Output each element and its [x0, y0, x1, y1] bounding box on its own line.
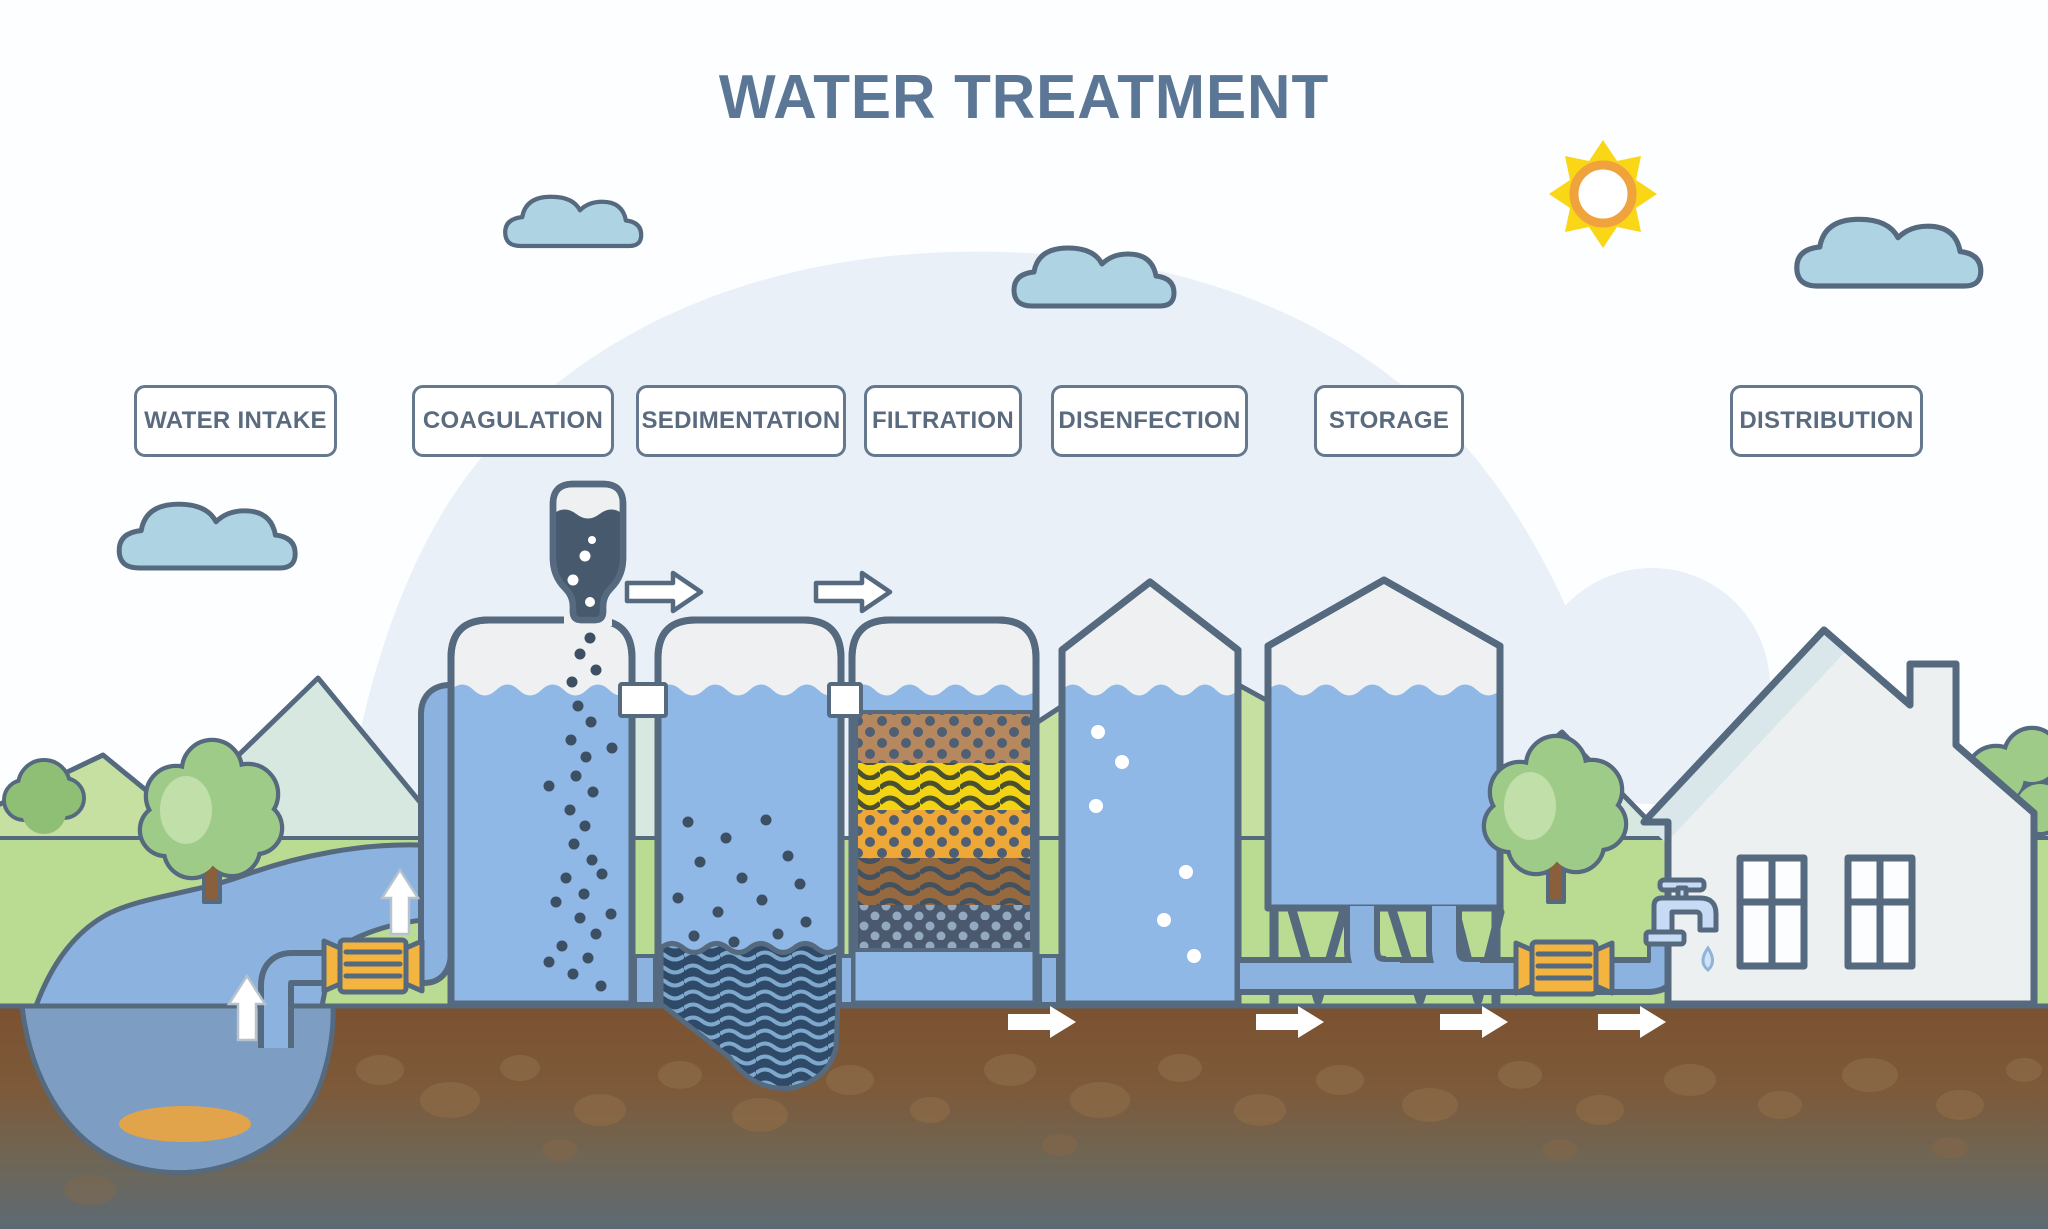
sedimentation-tank: [654, 616, 845, 1091]
roof: [1644, 630, 1846, 843]
faucet-icon: [1643, 877, 1719, 972]
stage-label-distribution: DISTRIBUTION: [1730, 385, 1923, 457]
soil-texture: [64, 1054, 2042, 1205]
tree-icon: [1481, 733, 1629, 904]
pump-icon: [321, 937, 425, 995]
window: [1844, 854, 1916, 970]
tank-connectors: [618, 682, 1060, 1006]
house-icon: [1640, 626, 2038, 1008]
stage-label-disenfection: DISENFECTION: [1051, 385, 1248, 457]
sun-icon: [1549, 140, 1657, 248]
cloud-icon: [1014, 248, 1174, 306]
cloud-icon: [505, 197, 641, 246]
stage-label-sedimentation: SEDIMENTATION: [636, 385, 846, 457]
window: [1736, 854, 1808, 970]
cloud-icon: [1797, 219, 1981, 286]
bush-icon: [2, 758, 86, 834]
stage-label-coagulation: COAGULATION: [412, 385, 614, 457]
cloud-icon: [119, 504, 295, 568]
pond-sand: [119, 1106, 251, 1142]
coagulant-bottle-icon: [549, 480, 627, 688]
water-drop-icon: [1701, 945, 1714, 972]
filtration-tank: [848, 616, 1040, 1008]
disinfection-tank: [1058, 578, 1242, 1008]
disinfection-bubbles: [1089, 725, 1201, 963]
stage-label-storage: STORAGE: [1314, 385, 1464, 457]
intake-pipe: [258, 682, 462, 1048]
distribution-pipe: [1240, 906, 1685, 995]
stage-label-water-intake: WATER INTAKE: [134, 385, 337, 457]
coagulant-particles: [543, 700, 618, 992]
coagulation-tank: [447, 616, 636, 1008]
falling-coagulant: [566, 632, 602, 688]
tree-icon: [137, 737, 285, 904]
pump-icon: [1513, 939, 1615, 997]
groundwater-pond: [19, 1003, 336, 1176]
storage-tank: [1264, 576, 1504, 912]
filter-layers: [854, 710, 1034, 952]
stage-label-filtration: FILTRATION: [864, 385, 1022, 457]
river: [33, 842, 443, 1009]
sludge: [658, 941, 842, 1091]
settling-particles: [672, 814, 812, 948]
page-title: WATER TREATMENT: [718, 63, 1330, 132]
